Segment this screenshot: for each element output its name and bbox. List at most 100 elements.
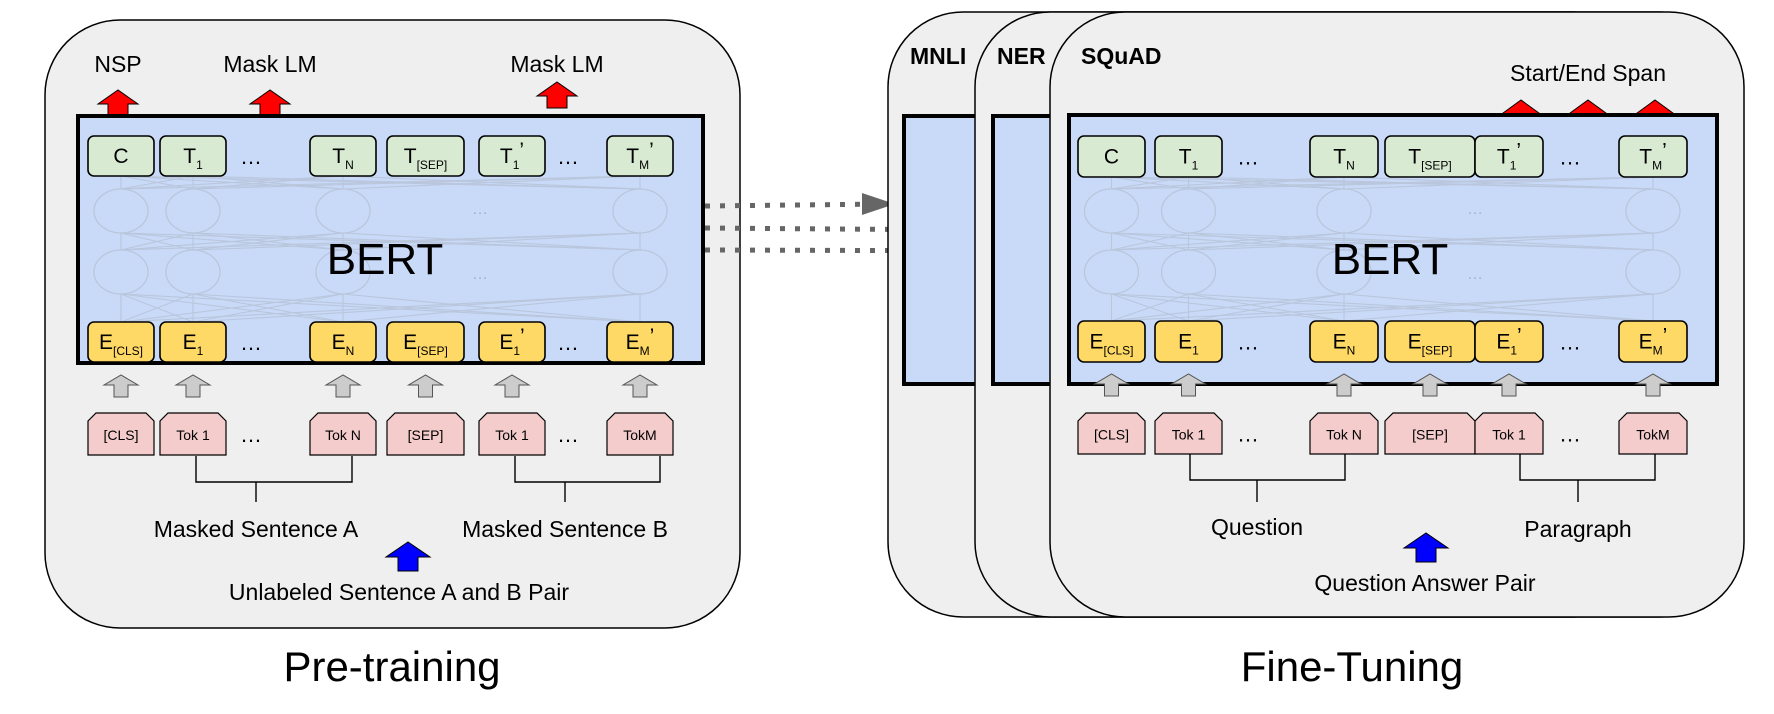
hidden-node bbox=[1160, 249, 1217, 295]
embedding-token-label: EN bbox=[1333, 331, 1356, 358]
embed-up-arrow-icon bbox=[174, 374, 212, 398]
ellipsis-text: … bbox=[1237, 330, 1259, 355]
hidden-node bbox=[612, 188, 668, 234]
embedding-token-label: EM’ bbox=[626, 325, 655, 358]
task-squad-label: SQuAD bbox=[1081, 43, 1162, 69]
output-token-label: TM’ bbox=[1639, 140, 1667, 173]
embedding-token-label: E1 bbox=[183, 331, 204, 358]
ellipsis-text: … bbox=[1237, 422, 1259, 447]
embedding-token-box bbox=[309, 321, 377, 363]
input-token-label: TokM bbox=[1636, 427, 1669, 443]
embed-up-arrow-icon bbox=[493, 374, 531, 398]
hidden-connection bbox=[120, 293, 194, 323]
output-token-label: TN bbox=[1333, 146, 1355, 173]
start-end-span-label: Start/End Span bbox=[1510, 60, 1666, 86]
hidden-connection bbox=[1111, 293, 1189, 322]
embedding-token-box bbox=[159, 321, 227, 363]
masked-sentence-a: Masked Sentence A bbox=[154, 516, 359, 542]
hidden-ellipsis-text: … bbox=[1467, 266, 1483, 283]
input-token-box bbox=[309, 412, 377, 456]
hidden-connection bbox=[1188, 293, 1654, 322]
input-token-label: [CLS] bbox=[103, 427, 138, 443]
hidden-connection bbox=[192, 293, 641, 323]
finetune-input-label: Question Answer Pair bbox=[1314, 570, 1536, 596]
output-token-label: TN bbox=[332, 145, 354, 172]
input-token-box bbox=[386, 412, 465, 456]
output-token-label: C bbox=[113, 145, 128, 168]
output-token-label: C bbox=[1104, 146, 1119, 169]
embedding-token-label: E[CLS] bbox=[99, 331, 143, 358]
mask-lm-label-right: Mask LM bbox=[510, 51, 603, 77]
output-token-label: T1’ bbox=[1497, 140, 1521, 173]
embedding-token-label: E[SEP] bbox=[1408, 331, 1453, 358]
input-token-label: Tok 1 bbox=[1492, 427, 1526, 443]
pretrain-input-label: Unlabeled Sentence A and B Pair bbox=[229, 579, 569, 605]
hidden-connection bbox=[342, 175, 641, 190]
embedding-token-box bbox=[1077, 320, 1146, 363]
embedding-token-box bbox=[1618, 320, 1688, 363]
hidden-connection bbox=[1111, 293, 1345, 322]
hidden-connection bbox=[120, 175, 344, 190]
hidden-node bbox=[612, 249, 668, 295]
hidden-connection bbox=[1343, 176, 1654, 190]
input-token-box bbox=[159, 412, 227, 456]
embed-up-arrow-icon bbox=[102, 374, 140, 398]
hidden-connection bbox=[192, 293, 344, 323]
input-token-label: Tok 1 bbox=[495, 427, 529, 443]
input-token-box bbox=[1618, 412, 1688, 455]
output-token-box bbox=[1618, 135, 1688, 178]
hidden-node bbox=[315, 188, 371, 234]
hidden-connection bbox=[1111, 176, 1345, 190]
hidden-connection bbox=[1188, 176, 1654, 190]
ellipsis-text: … bbox=[557, 330, 579, 355]
output-token-label: T[SEP] bbox=[1408, 146, 1452, 173]
embedding-token-box bbox=[1154, 320, 1223, 363]
embedding-token-box bbox=[606, 321, 674, 363]
output-token-box bbox=[606, 135, 674, 177]
input-token-box bbox=[1154, 412, 1223, 455]
embedding-token-label: E[SEP] bbox=[403, 331, 448, 358]
output-token-box bbox=[309, 135, 377, 177]
paragraph-label: Paragraph bbox=[1524, 516, 1631, 542]
hidden-node bbox=[93, 249, 149, 295]
hidden-connection bbox=[120, 232, 344, 251]
hidden-connection bbox=[1111, 232, 1345, 251]
input-token-box bbox=[1077, 412, 1146, 455]
hidden-connection bbox=[120, 175, 194, 190]
hidden-node bbox=[165, 249, 221, 295]
embedding-token-label: E1’ bbox=[499, 325, 524, 358]
input-token-label: Tok 1 bbox=[176, 427, 210, 443]
hidden-node bbox=[1083, 188, 1140, 234]
embed-up-arrow-icon bbox=[1634, 373, 1672, 397]
ellipsis-text: … bbox=[1559, 145, 1581, 170]
pretrain-bert-label: BERT bbox=[327, 235, 444, 284]
embed-up-arrow-icon bbox=[406, 374, 445, 398]
finetune-sentence-brackets bbox=[1189, 454, 1656, 502]
hidden-connection bbox=[1111, 293, 1654, 322]
masked-sentence-b: Masked Sentence B bbox=[462, 516, 668, 542]
input-token-label: Tok N bbox=[1326, 427, 1362, 443]
output-token-box bbox=[478, 135, 546, 177]
embedding-token-box bbox=[1309, 320, 1379, 363]
embed-up-arrow-icon bbox=[1490, 373, 1528, 397]
embedding-token-label: E[CLS] bbox=[1089, 331, 1133, 358]
embed-up-arrow-icon bbox=[1411, 373, 1449, 397]
input-token-label: TokM bbox=[623, 427, 656, 443]
pretrain-caption: Pre-training bbox=[283, 643, 500, 690]
ellipsis-text: … bbox=[557, 144, 579, 169]
ellipsis-text: … bbox=[240, 330, 262, 355]
hidden-node bbox=[1316, 249, 1372, 295]
pretrain-input-arrow-icon bbox=[384, 541, 432, 572]
hidden-connection bbox=[192, 175, 641, 190]
output-token-box bbox=[1077, 135, 1146, 178]
ellipsis-text: … bbox=[1559, 422, 1581, 447]
hidden-connection bbox=[120, 232, 194, 251]
ellipsis-text: … bbox=[1559, 330, 1581, 355]
output-token-label: T1 bbox=[183, 145, 203, 172]
finetune-embed-arrows bbox=[1092, 373, 1672, 397]
pretrain-input-tokens: [CLS]Tok 1…Tok N[SEP]Tok 1…TokM bbox=[87, 412, 674, 456]
embedding-token-label: EM’ bbox=[1639, 325, 1668, 358]
